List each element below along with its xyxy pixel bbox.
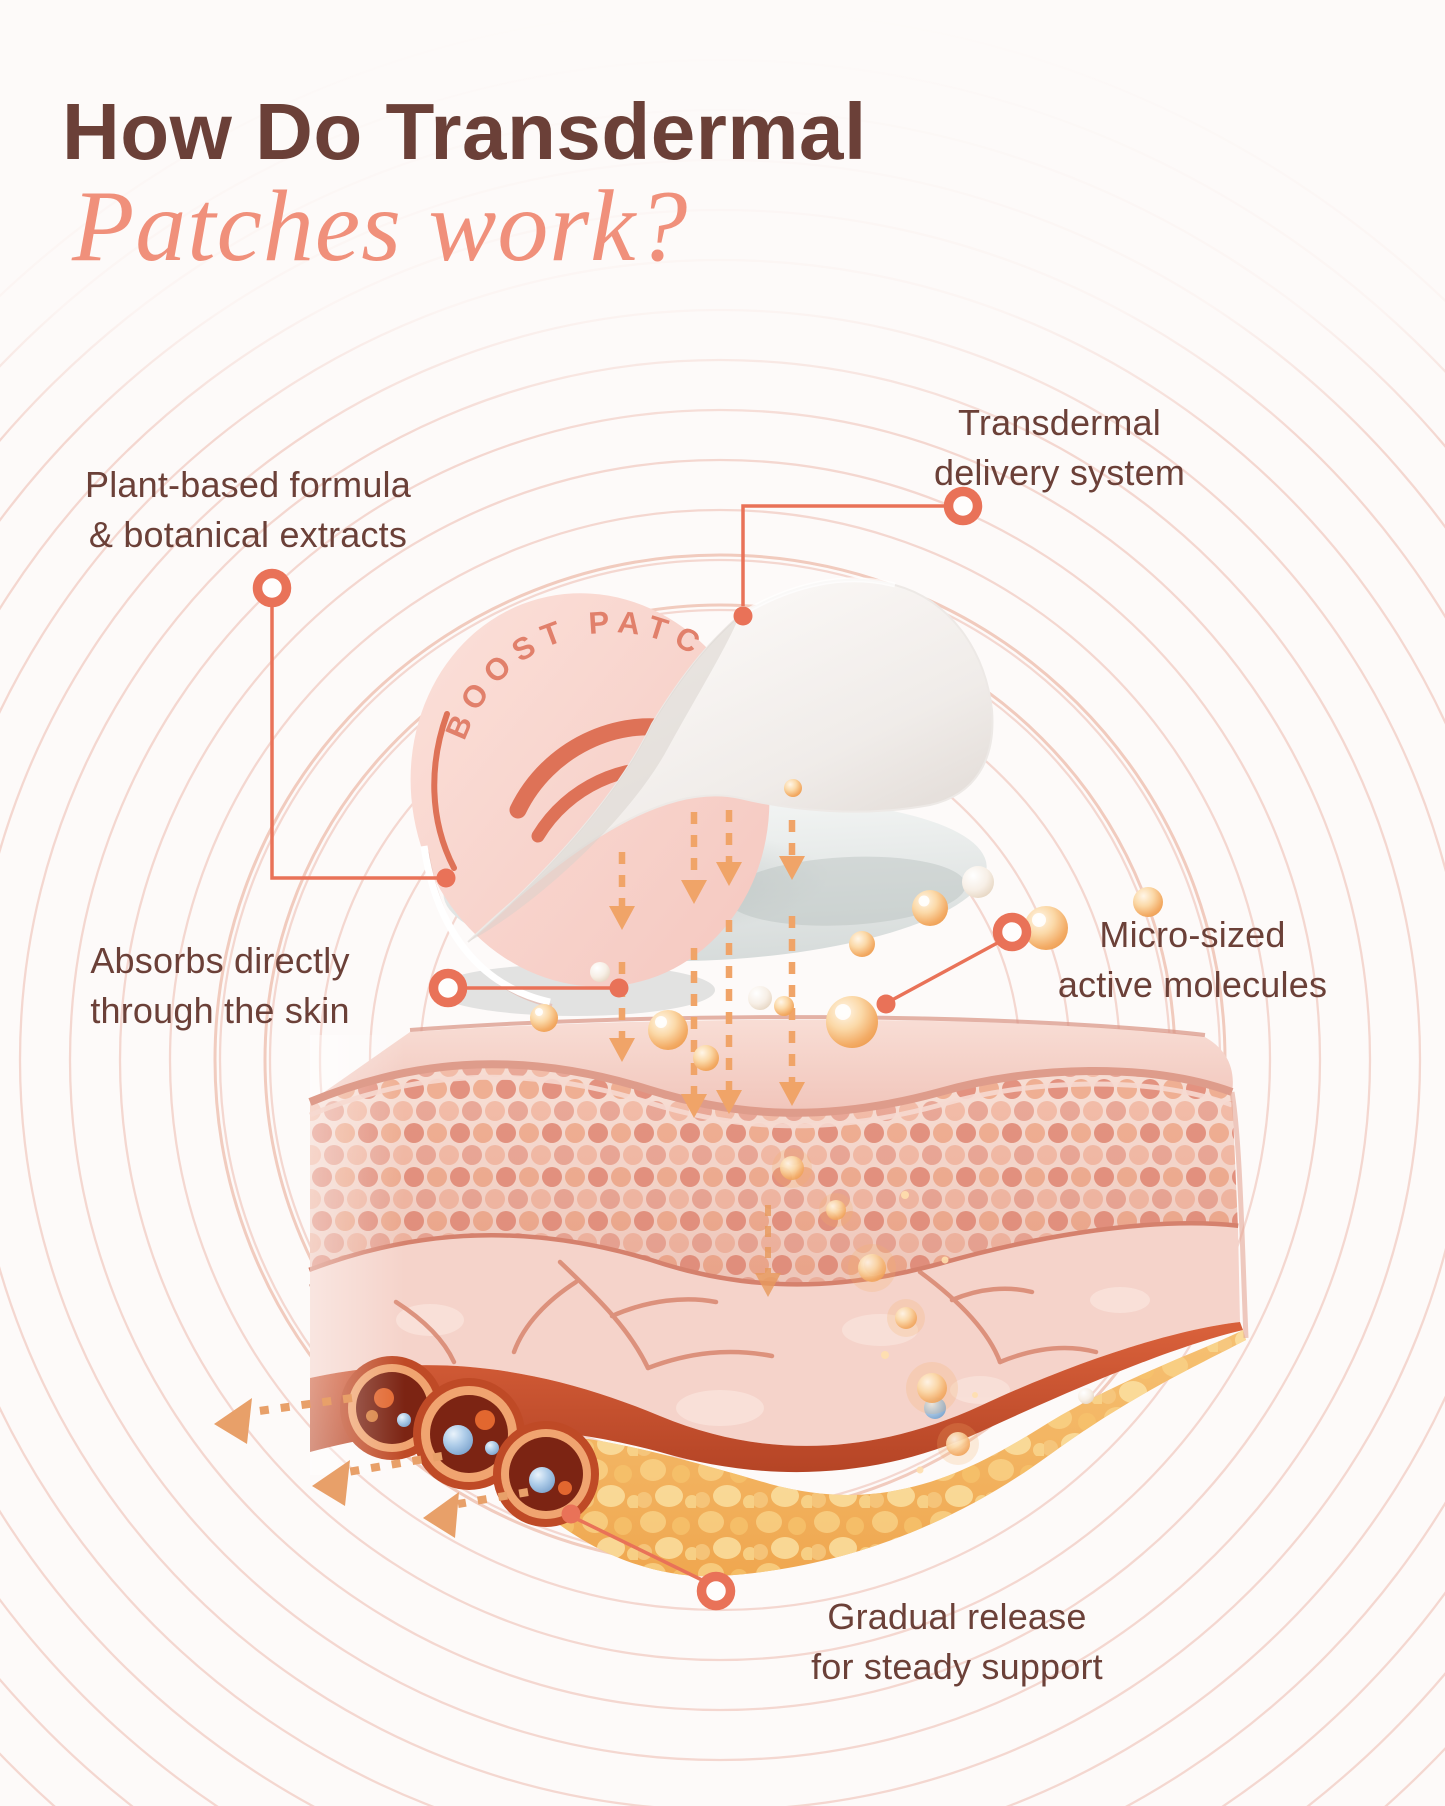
connector-dot	[561, 1504, 581, 1524]
label-plant-line1: Plant-based formula	[85, 464, 411, 505]
label-plant-line2: & botanical extracts	[88, 514, 408, 555]
label-micro-line1: Micro-sized	[1099, 914, 1286, 955]
connector-plant-formula	[252, 568, 456, 888]
skin-cross-section	[308, 1015, 1249, 1577]
blood-vessel-3	[493, 1421, 599, 1527]
molecule-bubbles	[530, 779, 1163, 1071]
connector-gradual-release	[561, 1504, 736, 1611]
patch-logo-arc	[431, 711, 457, 871]
absorption-arrows	[609, 810, 805, 1118]
label-release-line1: Gradual release	[827, 1596, 1087, 1637]
label-absorbs-skin: Absorbs directly through the skin	[50, 936, 390, 1036]
label-gradual-release: Gradual release for steady support	[752, 1592, 1162, 1692]
connector-dot	[876, 994, 896, 1014]
page-title-line2: Patches work?	[72, 170, 689, 283]
epidermis-top-surface	[310, 1019, 1233, 1113]
callout-connectors	[252, 486, 1032, 1611]
label-absorb-line2: through the skin	[90, 990, 350, 1031]
skin-front-rim	[308, 1060, 1234, 1117]
sparkles	[881, 1191, 978, 1474]
skin-left-face-highlight	[310, 1035, 405, 1475]
connector-dot	[609, 978, 629, 998]
connector-ring	[428, 968, 468, 1008]
connector-absorbs-skin	[428, 968, 629, 1008]
fat-pearl	[1078, 1388, 1094, 1404]
connector-ring	[992, 912, 1032, 952]
label-absorb-line1: Absorbs directly	[90, 940, 350, 981]
label-micro-molecules: Micro-sized active molecules	[1000, 910, 1385, 1010]
connector-micro-molecules	[876, 912, 1032, 1014]
connector-ring	[252, 568, 292, 608]
molecules-in-skin	[755, 1148, 979, 1474]
patch-edge-rim	[420, 845, 551, 1006]
label-release-line2: for steady support	[811, 1646, 1103, 1687]
release-arrows	[214, 1394, 529, 1538]
ring-top-fade	[0, 0, 1445, 440]
label-delivery-system: Transdermal delivery system	[862, 398, 1257, 498]
connector-ring	[696, 1571, 736, 1611]
connector-delivery-system	[733, 486, 983, 626]
patch-peel	[467, 577, 994, 943]
connector-dot	[733, 606, 753, 626]
label-micro-line2: active molecules	[1057, 964, 1328, 1005]
label-delivery-line2: delivery system	[933, 452, 1186, 493]
dermis-capillaries	[393, 1259, 1099, 1371]
diffusion-arrow-deep	[755, 1205, 781, 1297]
dermis-blotches	[396, 1287, 1150, 1426]
page-title-line1: How Do Transdermal	[62, 87, 867, 176]
label-plant-formula: Plant-based formula & botanical extracts	[48, 460, 448, 560]
label-delivery-line1: Transdermal	[958, 402, 1161, 443]
peel-inner-shade	[468, 615, 740, 942]
connector-dot	[436, 868, 456, 888]
connector-ring	[943, 486, 983, 526]
